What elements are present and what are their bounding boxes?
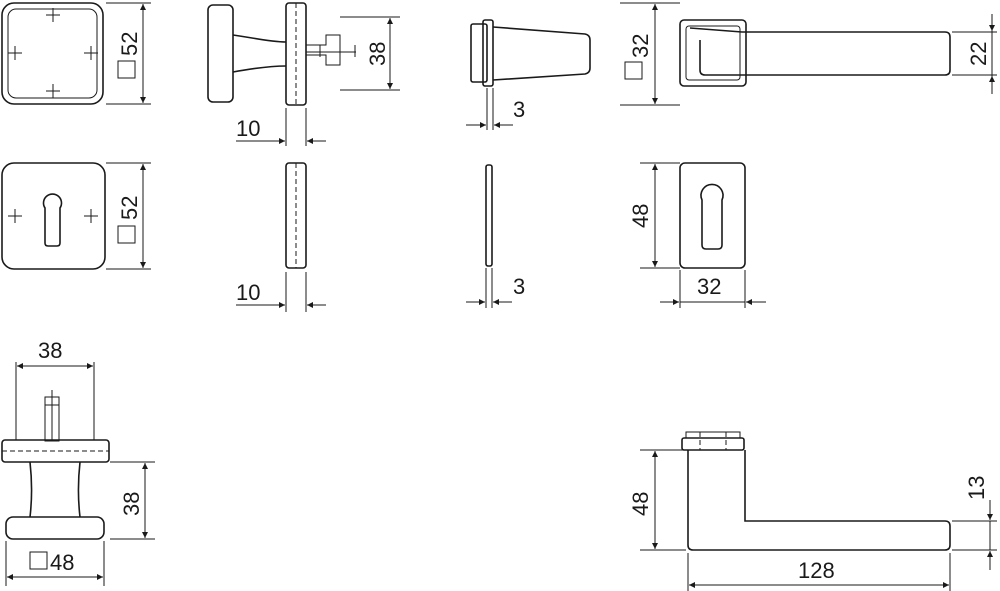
escutcheon-side-view: 10	[236, 162, 326, 312]
dim-knob-height: 38	[119, 492, 144, 516]
dim-knob-base-square: 48	[50, 550, 74, 575]
dim-lever-length: 128	[798, 558, 835, 583]
thin-plate-side-view: 3	[466, 164, 525, 308]
knob-front-view: 38 38 48	[1, 338, 155, 586]
knob-side-view: 38 10	[207, 2, 400, 146]
dim-small-escutcheon-width: 32	[697, 274, 721, 299]
square-symbol-icon	[117, 225, 136, 244]
square-symbol-icon	[29, 551, 48, 570]
dim-cone-thickness: 3	[513, 97, 525, 122]
dim-lever-height: 48	[628, 492, 653, 516]
dim-small-escutcheon-height: 48	[628, 204, 653, 228]
dim-lever-rose-square: 32	[628, 34, 653, 58]
dim-knob-projection: 38	[365, 42, 390, 66]
cone-rose-view: 3	[466, 19, 591, 130]
square-symbol-icon	[117, 60, 136, 79]
lever-side-view: 48 13 128	[628, 431, 997, 591]
escutcheon-front-view: 52	[1, 162, 151, 270]
dim-plate-thickness: 3	[513, 274, 525, 299]
square-rose-front-view: 52	[1, 2, 151, 105]
dim-escutcheon-square: 52	[117, 196, 142, 220]
small-escutcheon-front-view: 48 32	[628, 162, 766, 308]
square-symbol-icon	[624, 61, 643, 80]
dim-escutcheon-thickness: 10	[236, 280, 260, 305]
dim-rose-thickness: 10	[236, 116, 260, 141]
lever-top-view: 32 22	[620, 2, 997, 106]
dim-rose-square: 52	[117, 32, 142, 56]
dim-lever-width: 22	[966, 42, 991, 66]
dim-lever-grip: 13	[964, 476, 989, 500]
dim-knob-width: 38	[38, 338, 62, 363]
